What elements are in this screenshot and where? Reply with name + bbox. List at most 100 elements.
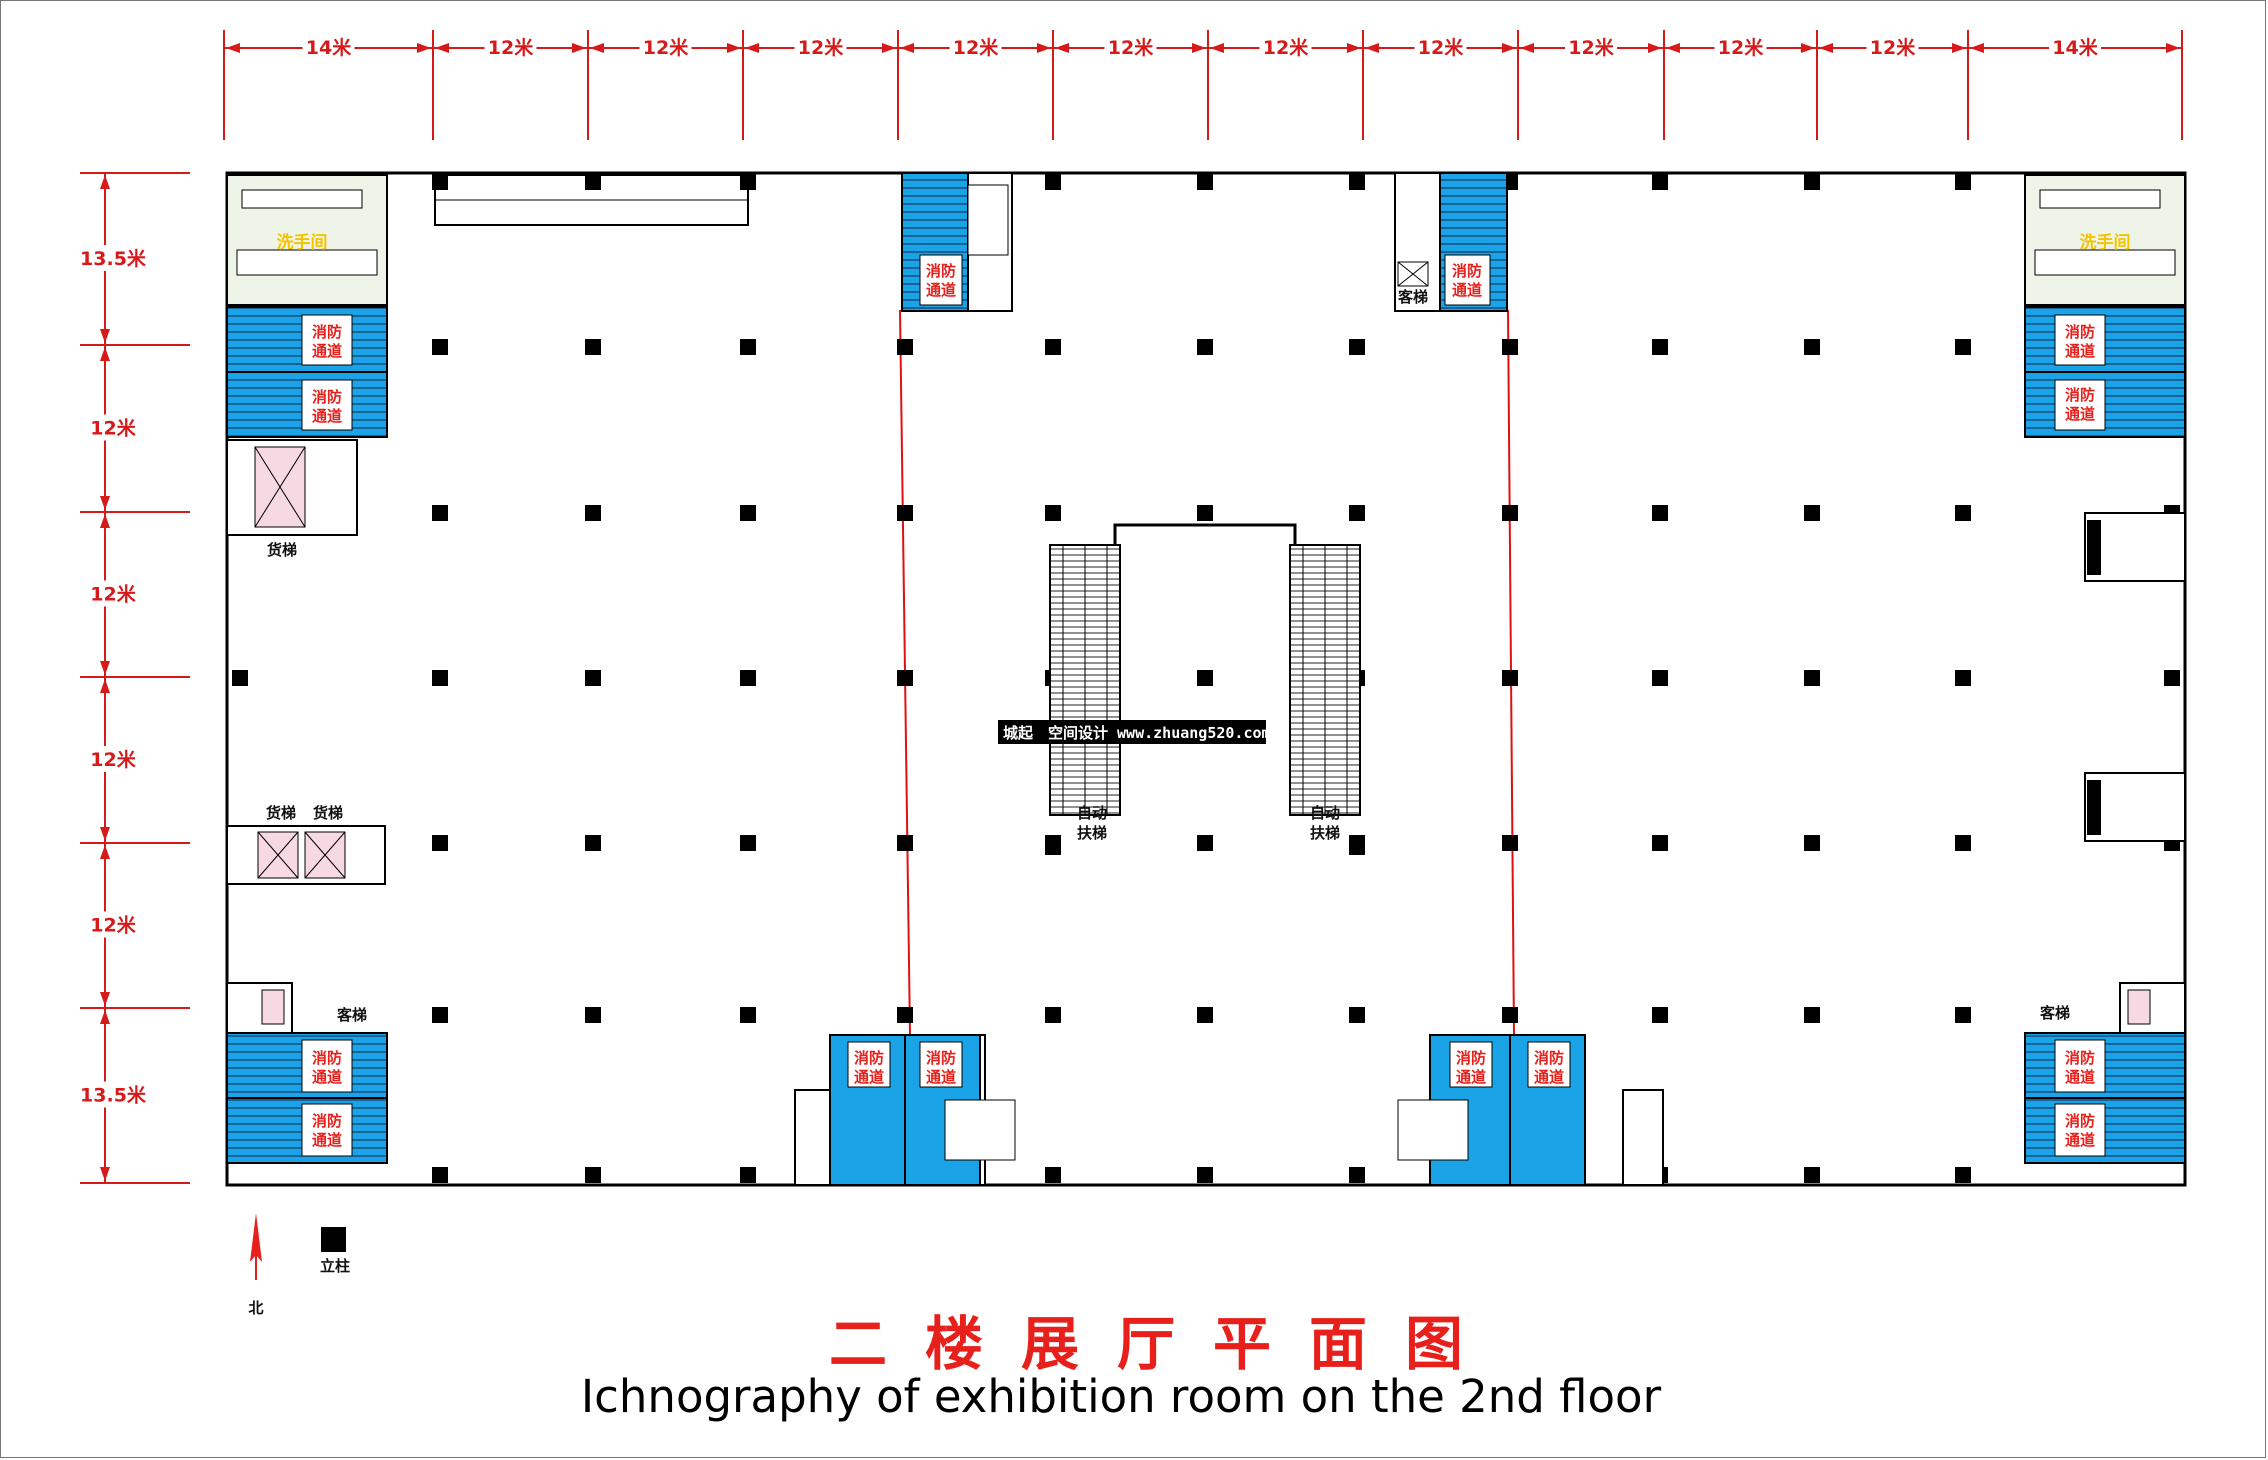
dim-arrow-icon	[100, 1167, 110, 1181]
column	[585, 1167, 601, 1183]
north-arrow-icon	[250, 1213, 262, 1280]
escalator-bridge	[1113, 523, 1297, 545]
dim-arrow-icon	[100, 329, 110, 343]
column	[1652, 670, 1668, 686]
dim-arrow-icon	[1952, 43, 1966, 53]
dim-arrow-icon	[1801, 43, 1815, 53]
sw-fire-exits	[226, 1032, 388, 1164]
top-dim-label: 12米	[643, 36, 689, 59]
dim-arrow-icon	[1502, 43, 1516, 53]
column	[432, 174, 448, 190]
column	[1804, 505, 1820, 521]
column	[1652, 505, 1668, 521]
se-fire-exits	[2024, 1032, 2186, 1164]
column	[1349, 174, 1365, 190]
dim-arrow-icon	[1520, 43, 1534, 53]
column	[1502, 670, 1518, 686]
fire-exit-nw-1-line2: 通道	[312, 342, 342, 360]
dim-arrow-icon	[100, 347, 110, 361]
restroom-label-nw: 洗手间	[277, 232, 328, 253]
dim-arrow-icon	[1819, 43, 1833, 53]
column	[1804, 339, 1820, 355]
escalator-west	[1049, 544, 1121, 816]
passenger-elevator-label-sw: 客梯	[336, 1006, 367, 1024]
column	[1349, 505, 1365, 521]
dim-arrow-icon	[590, 43, 604, 53]
watermark-bg	[998, 720, 1266, 744]
dim-arrow-icon	[100, 992, 110, 1006]
column	[1955, 505, 1971, 521]
dim-arrow-icon	[1347, 43, 1361, 53]
nw-fire-exits	[226, 306, 388, 438]
column	[432, 835, 448, 851]
column	[1804, 835, 1820, 851]
column	[1045, 1007, 1061, 1023]
fire-exit-nw-1-line1: 消防	[312, 323, 342, 341]
escalator-label-w-1: 自动	[1077, 804, 1107, 822]
column	[1955, 835, 1971, 851]
left-dim-label: 12米	[90, 417, 136, 440]
column	[1804, 670, 1820, 686]
column	[1955, 670, 1971, 686]
column	[1349, 1007, 1365, 1023]
column	[1349, 1167, 1365, 1183]
escalator-label-e-1: 自动	[1310, 804, 1340, 822]
column	[1804, 174, 1820, 190]
column	[585, 505, 601, 521]
nw-restroom	[226, 174, 388, 306]
fire-exit-se-1-line1: 消防	[2065, 1049, 2095, 1067]
column	[1652, 1007, 1668, 1023]
fire-exit-s3-line2: 通道	[1456, 1068, 1486, 1086]
freight-elevator-label-nw: 货梯	[267, 541, 297, 559]
fire-exit-ne-2-line2: 通道	[2065, 405, 2095, 423]
left-dim-label: 12米	[90, 583, 136, 606]
column	[740, 505, 756, 521]
column	[1045, 505, 1061, 521]
dim-arrow-icon	[1648, 43, 1662, 53]
fire-exit-sw-2-line2: 通道	[312, 1131, 342, 1149]
column	[432, 1007, 448, 1023]
freight-elevator-label-w2: 货梯	[313, 804, 343, 822]
top-dim-label: 14米	[2052, 36, 2098, 59]
column	[1652, 174, 1668, 190]
column	[432, 1167, 448, 1183]
dim-arrow-icon	[100, 1010, 110, 1024]
dim-arrow-icon	[1210, 43, 1224, 53]
column	[740, 1167, 756, 1183]
fire-exit-se-2-line1: 消防	[2065, 1112, 2095, 1130]
column	[897, 835, 913, 851]
column	[1955, 339, 1971, 355]
fire-exit-nw-2-line2: 通道	[312, 407, 342, 425]
freight-elevator-label-w1: 货梯	[266, 804, 296, 822]
dim-arrow-icon	[882, 43, 896, 53]
column	[897, 1007, 913, 1023]
column	[585, 174, 601, 190]
fire-exit-n1-line1: 消防	[926, 262, 956, 280]
dim-arrow-icon	[1192, 43, 1206, 53]
column	[585, 835, 601, 851]
fire-exit-sw-1-line2: 通道	[312, 1068, 342, 1086]
left-dim-label: 12米	[90, 748, 136, 771]
top-dim-label: 12米	[1418, 36, 1464, 59]
dim-arrow-icon	[100, 175, 110, 189]
title-cn: 二楼展厅平面图	[829, 1310, 1501, 1378]
fire-exit-s1-line2: 通道	[854, 1068, 884, 1086]
east-room-1	[2084, 512, 2186, 582]
fire-exit-ne-1-line2: 通道	[2065, 342, 2095, 360]
fire-exit-n2-line1: 消防	[1452, 262, 1482, 280]
column	[1804, 1167, 1820, 1183]
escalator-east	[1289, 544, 1361, 816]
fire-exit-s2-line2: 通道	[926, 1068, 956, 1086]
top-dim-label: 12米	[798, 36, 844, 59]
column	[1197, 505, 1213, 521]
fire-exit-ne-1-line1: 消防	[2065, 323, 2095, 341]
fire-exit-sw-1-line1: 消防	[312, 1049, 342, 1067]
sw-elevator	[226, 982, 293, 1034]
column	[1045, 339, 1061, 355]
column	[1652, 339, 1668, 355]
dim-arrow-icon	[100, 514, 110, 528]
escalator-label-w-2: 扶梯	[1077, 824, 1107, 842]
passenger-elevator-label-n: 客梯	[1397, 288, 1428, 306]
